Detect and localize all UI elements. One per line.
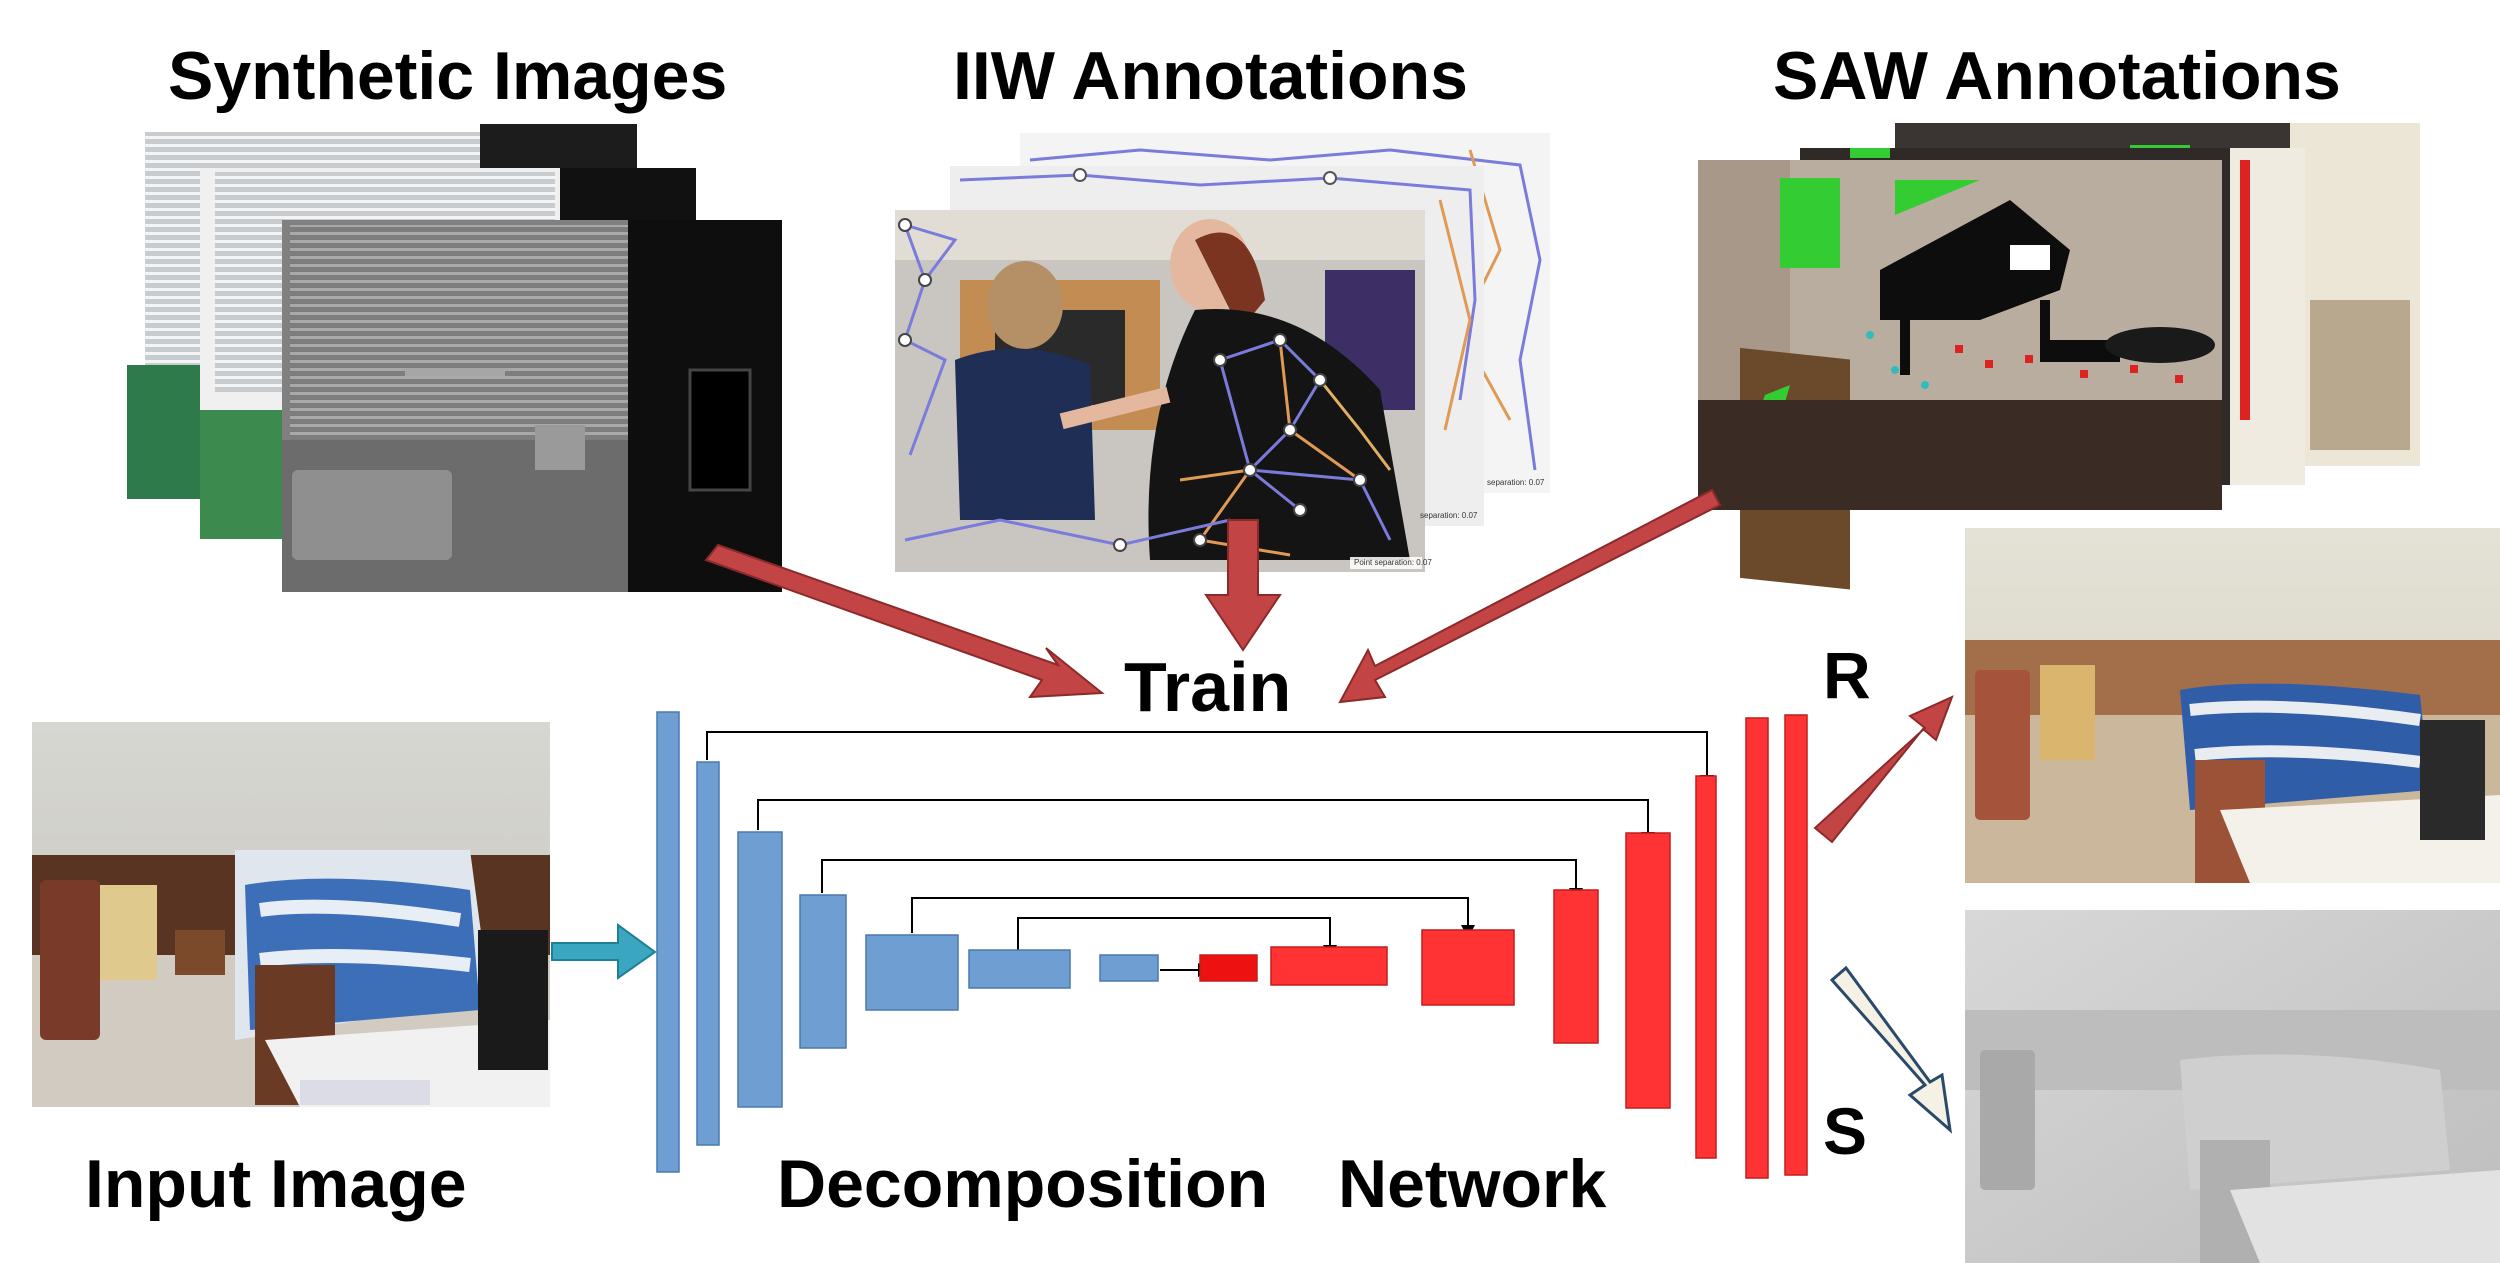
encoder-layer-2	[696, 761, 720, 1146]
input-image-label: Input Image	[85, 1146, 467, 1222]
train-arrows	[704, 488, 1722, 704]
arrow-to-shading	[1829, 965, 1953, 1134]
encoder-blocks	[656, 711, 1159, 1173]
iiw-image-front	[895, 210, 1425, 572]
piano	[1880, 200, 2070, 320]
decoder-blocks	[1199, 714, 1808, 1179]
saw-annotations-title: SAW Annotations	[1773, 38, 2341, 114]
iiw-annotation-points	[898, 218, 1367, 552]
decoder-layer-5	[1625, 832, 1671, 1109]
decomposition-network	[656, 711, 1808, 1179]
boy-head	[987, 261, 1063, 349]
iiw-overlay-front: Point separation: 0.07	[1354, 558, 1432, 567]
encoder-layer-5	[865, 934, 959, 1011]
decoder-layer-4	[1553, 889, 1599, 1044]
reflectance-output-image	[1965, 528, 2500, 883]
saw-annotations-stack	[1698, 123, 2420, 590]
synthetic-image-front	[282, 220, 782, 592]
skip-connections	[706, 731, 1708, 971]
decomposition-label: Decomposition	[777, 1146, 1269, 1222]
encoder-layer-4	[799, 894, 847, 1049]
shading-label: S	[1823, 1094, 1868, 1168]
arrow-iiw-to-train	[1204, 519, 1282, 652]
saw-annotation-dots	[1955, 345, 2183, 383]
shading-output-image	[1965, 910, 2500, 1263]
arrow-to-reflectance	[1813, 695, 1954, 844]
network-label: Network	[1338, 1146, 1607, 1222]
input-image	[32, 722, 550, 1107]
synthetic-images-title: Synthetic Images	[168, 38, 728, 114]
arrow-synthetic-to-train	[704, 543, 1105, 699]
arrow-input-to-network	[551, 923, 657, 980]
encoder-layer-3	[737, 831, 783, 1108]
iiw-annotations-title: IIW Annotations	[953, 38, 1468, 114]
decoder-output-s	[1784, 714, 1808, 1176]
encoder-layer-1	[656, 711, 680, 1173]
decoder-layer-2	[1270, 946, 1388, 986]
iiw-annotations-stack	[895, 133, 1550, 572]
decoder-output-r	[1745, 717, 1769, 1179]
synthetic-images-stack	[127, 124, 782, 592]
saw-image-front	[1698, 160, 2222, 590]
decoder-layer-1	[1199, 954, 1258, 982]
encoder-layer-7	[1099, 954, 1159, 982]
encoder-layer-6	[968, 949, 1071, 989]
boy-body	[955, 348, 1095, 520]
reflectance-label: R	[1823, 638, 1871, 712]
decoder-layer-6	[1695, 775, 1717, 1159]
train-label: Train	[1124, 648, 1292, 726]
decoder-layer-3	[1421, 929, 1515, 1006]
iiw-overlay-back: separation: 0.07	[1487, 478, 1545, 487]
iiw-overlay-middle: separation: 0.07	[1420, 511, 1478, 520]
arrow-saw-to-train	[1338, 488, 1722, 704]
woman-body	[1148, 309, 1410, 560]
